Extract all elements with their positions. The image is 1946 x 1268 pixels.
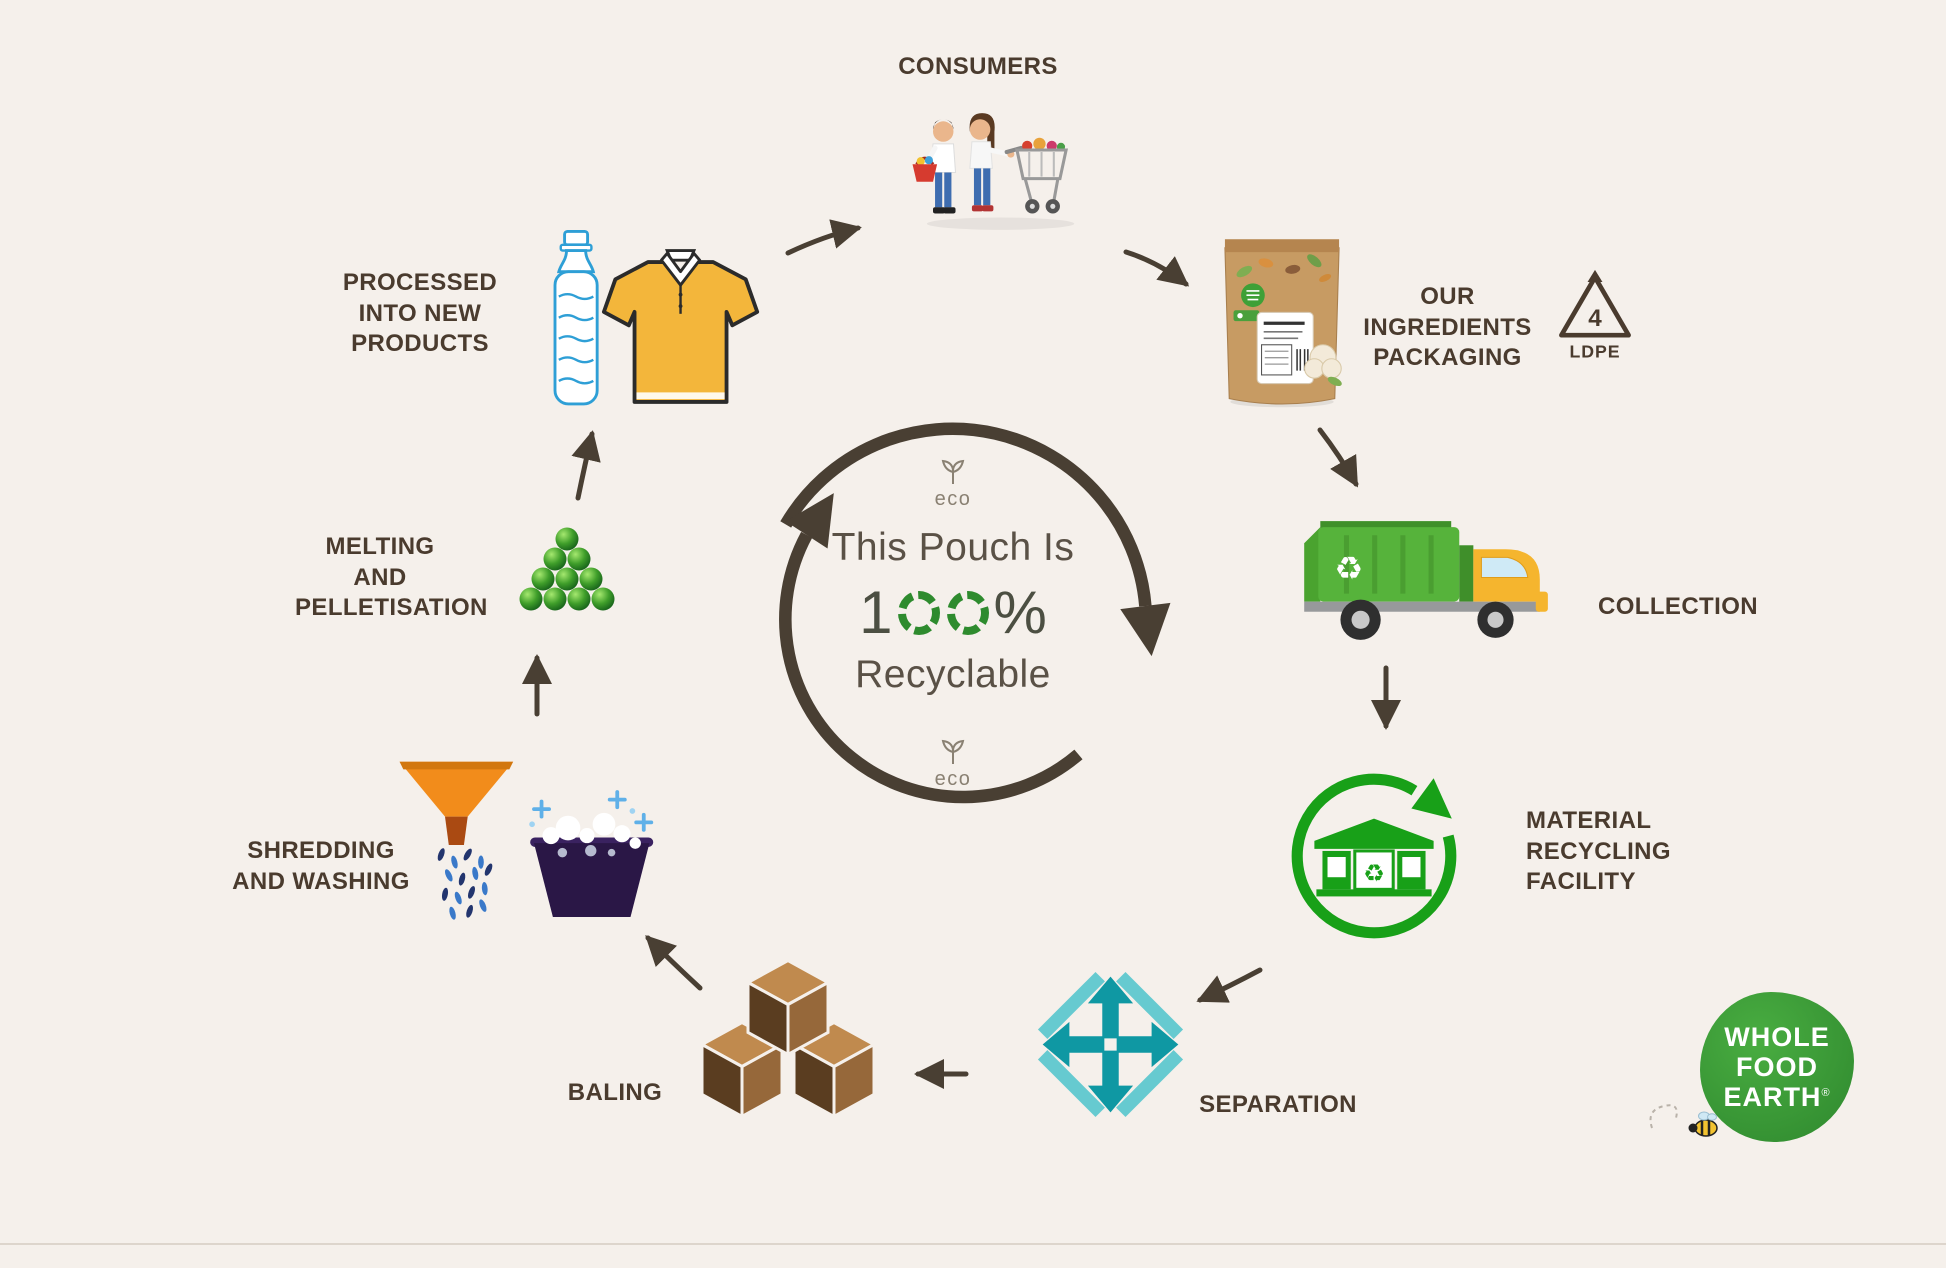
recycle-symbol-glyph: ♻ <box>1334 550 1363 588</box>
stage-label-shredding: SHREDDING AND WASHING <box>232 837 410 895</box>
arrow-melting-to-processed <box>571 430 601 501</box>
stage-label-collection: COLLECTION <box>1598 593 1758 620</box>
ldpe-recycling-code-icon: 4 LDPE <box>1553 268 1637 371</box>
recycle-symbol-glyph: ♻ <box>1363 858 1385 887</box>
arrow-processed-to-consumers <box>785 219 862 256</box>
garbage-truck-icon: ♻ <box>1290 505 1552 656</box>
eco-mark-top: eco <box>913 456 993 511</box>
stage-label-separation: SEPARATION <box>1199 1091 1357 1118</box>
recycle-zero-icon <box>946 590 989 635</box>
eco-label: eco <box>934 768 972 790</box>
claim-100-percent: 1 % <box>783 578 1123 647</box>
bottom-divider <box>0 1243 1946 1245</box>
arrow-packaging-to-collection <box>1317 427 1359 488</box>
recycling-facility-icon: ♻ <box>1278 760 1470 957</box>
registered-mark: ® <box>1821 1087 1831 1100</box>
cycle-ring-icon <box>779 422 1171 804</box>
stage-label-processed: PROCESSED INTO NEW PRODUCTS <box>342 269 498 358</box>
bee-icon <box>1649 1104 1718 1137</box>
arrow-baling-to-shredding <box>645 935 703 991</box>
eco-label: eco <box>934 488 972 510</box>
stage-label-melting: MELTING AND PELLETISATION <box>295 533 488 622</box>
claim-line1: This Pouch Is <box>831 526 1075 569</box>
resin-code-number: 4 <box>1588 305 1602 332</box>
new-products-icon <box>532 226 762 421</box>
sprout-icon <box>941 739 965 764</box>
shredding-washing-icon <box>392 756 657 941</box>
arrow-consumers-to-packaging <box>1123 249 1190 287</box>
resin-code-label: LDPE <box>1570 342 1621 362</box>
percent-sign: % <box>993 579 1047 646</box>
logo-line1: WHOLE <box>1724 1021 1830 1052</box>
digit-one: 1 <box>859 579 893 646</box>
eco-mark-bottom: eco <box>913 736 993 791</box>
sprout-icon <box>941 459 965 484</box>
arrow-mrf-to-separation <box>1196 967 1263 1003</box>
bales-icon <box>690 958 890 1128</box>
pouch-icon <box>1212 220 1352 425</box>
stage-label-packaging: OUR INGREDIENTS PACKAGING <box>1363 283 1532 372</box>
separation-icon <box>1018 952 1203 1142</box>
recycle-zero-icon <box>897 590 940 635</box>
stage-label-consumers: CONSUMERS <box>898 53 1058 80</box>
stage-label-mrf: MATERIAL RECYCLING FACILITY <box>1526 807 1671 896</box>
central-claim: This Pouch Is 1 % Recyclable <box>783 526 1123 697</box>
logo-line2: FOOD <box>1736 1051 1818 1082</box>
consumers-icon <box>890 100 1105 250</box>
claim-line3: Recyclable <box>855 653 1051 696</box>
pellets-icon <box>506 526 628 631</box>
whole-food-earth-logo: WHOLE FOOD EARTH® <box>1700 992 1854 1142</box>
logo-line3: EARTH® <box>1723 1082 1831 1113</box>
stage-label-baling: BALING <box>567 1079 663 1106</box>
